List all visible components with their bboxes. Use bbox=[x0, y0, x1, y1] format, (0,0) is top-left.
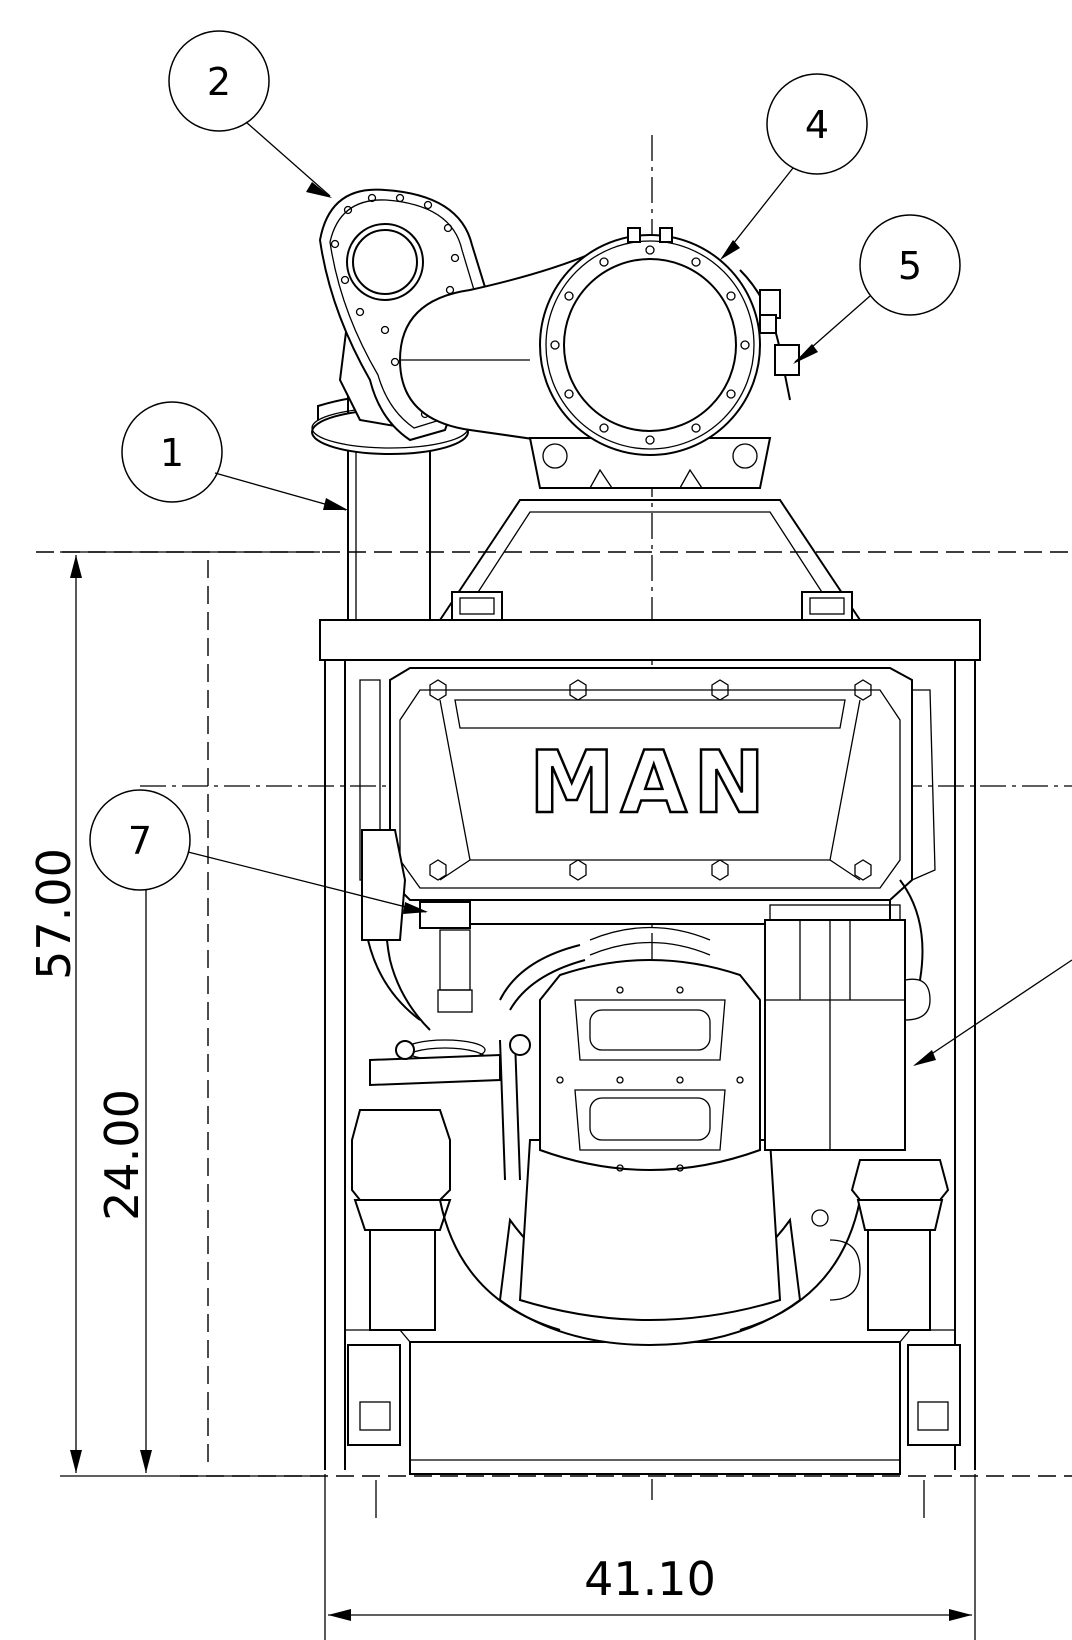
balloon-2: 2 bbox=[168, 30, 332, 198]
dim-height-mount: 24.00 bbox=[95, 790, 152, 1473]
balloon-1-label: 1 bbox=[160, 431, 184, 475]
rocker-cover: MAN bbox=[389, 667, 913, 925]
dim-41-label: 41.10 bbox=[584, 1552, 716, 1606]
engine-logo: MAN bbox=[529, 733, 771, 833]
dim-width-overall: 41.10 bbox=[324, 1474, 976, 1640]
balloon-1: 1 bbox=[121, 401, 348, 511]
balloon-4: 4 bbox=[720, 73, 868, 260]
balloon-2-label: 2 bbox=[207, 60, 231, 104]
dim-height-overall: 57.00 bbox=[27, 551, 320, 1477]
engine-block bbox=[351, 679, 950, 1347]
balloon-leader-offpage bbox=[913, 959, 1072, 1066]
turbo-outlet-flange bbox=[528, 227, 800, 489]
balloon-7-label: 7 bbox=[128, 819, 152, 863]
base-frame bbox=[319, 619, 981, 1475]
balloon-5-label: 5 bbox=[898, 244, 922, 288]
balloon-4-label: 4 bbox=[805, 103, 829, 147]
balloon-7: 7 bbox=[89, 789, 428, 914]
dim-24-label: 24.00 bbox=[95, 1089, 149, 1221]
balloon-5: 5 bbox=[793, 214, 961, 364]
top-mount-bracket bbox=[439, 499, 861, 621]
dim-57-label: 57.00 bbox=[27, 848, 81, 980]
